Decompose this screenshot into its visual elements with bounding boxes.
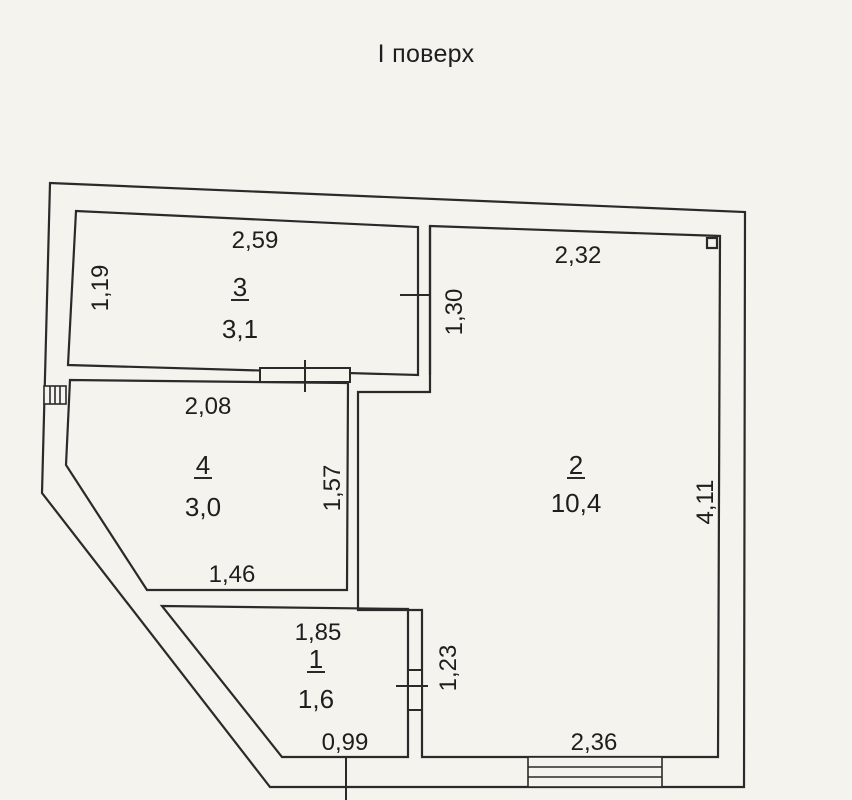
- room-3-outline: [66, 209, 420, 377]
- dim-room1-bottom: 0,99: [322, 729, 369, 756]
- dim-room1-height: 1,23: [435, 645, 462, 692]
- door-opening-room1: [407, 669, 423, 711]
- dim-room2-height: 4,11: [692, 480, 719, 525]
- room-1-area: 1,6: [298, 684, 334, 714]
- dim-room2-top: 2,32: [555, 242, 602, 269]
- riser-square: [705, 236, 719, 250]
- dim-room2-bottom: 2,36: [571, 729, 618, 756]
- room-4-area: 3,0: [185, 492, 221, 522]
- room-2-area: 10,4: [551, 488, 602, 518]
- room-1-number: 1: [309, 644, 323, 674]
- dim-wall-1-30: 1,30: [441, 289, 468, 336]
- dim-room4-height: 1,57: [319, 465, 346, 512]
- dim-room4-bottom: 1,46: [209, 561, 256, 588]
- plan-title: I поверх: [377, 40, 475, 68]
- dim-room3-width: 2,59: [232, 227, 279, 254]
- room-3-number: 3: [233, 272, 247, 302]
- room-1-outline: [159, 604, 410, 759]
- dim-room3-height: 1,19: [87, 265, 114, 312]
- room-2-number: 2: [569, 450, 583, 480]
- room-2-outline: [356, 224, 722, 759]
- outer-wall-outline: [40, 181, 747, 789]
- dim-room1-top: 1,85: [295, 619, 342, 646]
- room-3-area: 3,1: [222, 314, 258, 344]
- room-4-number: 4: [196, 450, 210, 480]
- dim-room4-top: 2,08: [185, 393, 232, 420]
- window-bottom: [527, 756, 663, 788]
